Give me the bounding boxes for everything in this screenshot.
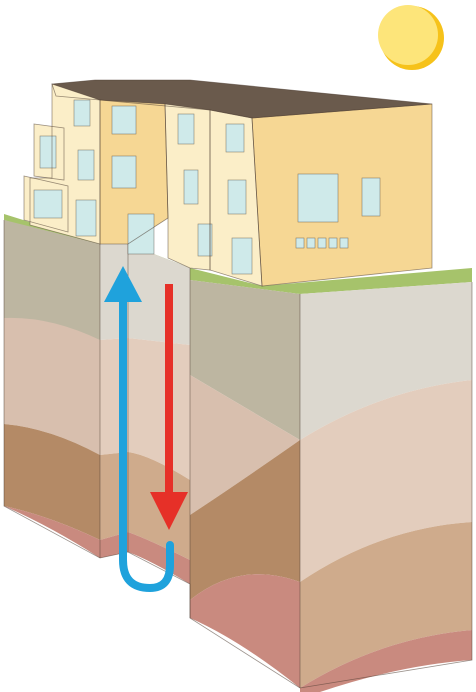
building-front-wall <box>252 104 432 286</box>
roof <box>52 80 432 118</box>
layer-outlines <box>3 220 473 689</box>
window-strip <box>295 237 349 249</box>
arrow-up-icon <box>104 266 142 302</box>
large-window <box>297 173 339 223</box>
side-window <box>361 177 381 217</box>
cold-return-pipe <box>119 296 174 592</box>
soil-block-right-front <box>300 282 472 692</box>
grass-strip-right <box>190 268 472 294</box>
sun-icon <box>378 5 444 70</box>
arrow-down-icon <box>150 492 188 530</box>
soil-block-right-side <box>190 280 300 688</box>
soil-block-left <box>4 220 100 558</box>
geothermal-loop <box>104 266 188 592</box>
apartment-building <box>23 79 433 287</box>
